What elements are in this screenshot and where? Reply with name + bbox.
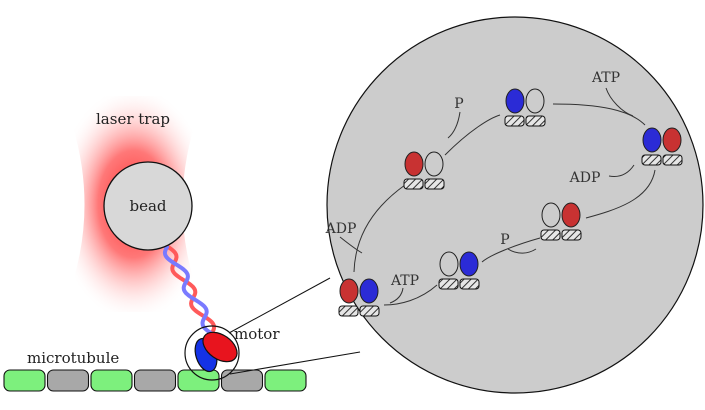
- cycle-state-2: [641, 127, 683, 166]
- motor-head-blue: [642, 127, 662, 153]
- motor-head-blue: [505, 88, 525, 114]
- label-p-bottom: P: [500, 232, 509, 248]
- track-block: [641, 154, 662, 166]
- track-block: [662, 154, 683, 166]
- arc-4-5: [383, 284, 438, 306]
- microtubule-label: microtubule: [27, 349, 119, 367]
- arc-2-3: [585, 169, 656, 219]
- leader-adp-left: [339, 236, 363, 254]
- bead: bead: [103, 161, 193, 251]
- zoom-view: ATP P ADP ADP P ATP: [325, 16, 704, 394]
- zoom-circle: [326, 16, 704, 394]
- microtubule-segment-grey: [133, 369, 177, 392]
- track-block: [338, 305, 359, 317]
- leader-p-bottom: [507, 248, 537, 254]
- track-block: [403, 178, 424, 190]
- motor-label: motor: [234, 325, 280, 343]
- motor-head-empty: [541, 202, 561, 228]
- cycle-state-6: [403, 151, 445, 190]
- cycle-arcs: [353, 103, 656, 306]
- track-block: [438, 278, 459, 290]
- laser-trap-label: laser trap: [96, 110, 170, 128]
- motor-magnifier-circle: [184, 325, 240, 381]
- motor-head-empty: [525, 88, 545, 114]
- motor-head-blue: [359, 278, 379, 304]
- leader-atp-bottom: [389, 287, 404, 304]
- label-adp-left: ADP: [325, 221, 357, 237]
- microtubule: [3, 369, 307, 392]
- motor-head-empty: [424, 151, 444, 177]
- track-block: [540, 229, 561, 241]
- microtubule-segment-grey: [46, 369, 90, 392]
- cycle-states: [338, 88, 683, 317]
- motor-head-red: [662, 127, 682, 153]
- zoom-line-top: [228, 277, 331, 334]
- motor-head-empty: [439, 251, 459, 277]
- leader-atp-top: [605, 87, 634, 117]
- tether-red-strand: [163, 243, 217, 335]
- motor-head-red: [339, 278, 359, 304]
- bead-label: bead: [129, 197, 166, 215]
- cycle-state-5: [338, 278, 380, 317]
- tether-blue-strand: [162, 245, 216, 337]
- arc-5-6: [353, 184, 406, 273]
- leader-p-top: [447, 111, 461, 139]
- microtubule-segment-grey: [220, 369, 264, 392]
- cycle-leaders: [339, 87, 635, 304]
- track-block: [561, 229, 582, 241]
- arc-6-1: [444, 114, 501, 156]
- microtubule-segment-green: [3, 369, 46, 392]
- microtubule-segment-green: [90, 369, 133, 392]
- track-block: [525, 115, 546, 127]
- label-adp-right: ADP: [569, 170, 601, 186]
- leader-adp-right: [608, 164, 635, 177]
- track-block: [504, 115, 525, 127]
- track-block: [459, 278, 480, 290]
- motor-head-red: [561, 202, 581, 228]
- label-p-top: P: [454, 96, 463, 112]
- motor: motor: [184, 325, 280, 381]
- motor-head-red: [404, 151, 424, 177]
- motor-red-head: [202, 331, 238, 363]
- cycle-state-4: [438, 251, 480, 290]
- arc-1-2: [552, 103, 646, 126]
- track-block: [424, 178, 445, 190]
- microtubule-segment-green: [177, 369, 220, 392]
- arc-3-4: [481, 237, 541, 263]
- label-atp-bottom: ATP: [390, 273, 419, 289]
- cycle-state-3: [540, 202, 582, 241]
- motor-head-blue: [459, 251, 479, 277]
- zoom-line-bottom: [229, 351, 361, 375]
- microtubule-segment-green: [264, 369, 307, 392]
- cycle-state-1: [504, 88, 546, 127]
- track-block: [359, 305, 380, 317]
- tether: [162, 243, 217, 337]
- label-atp-top: ATP: [591, 70, 620, 86]
